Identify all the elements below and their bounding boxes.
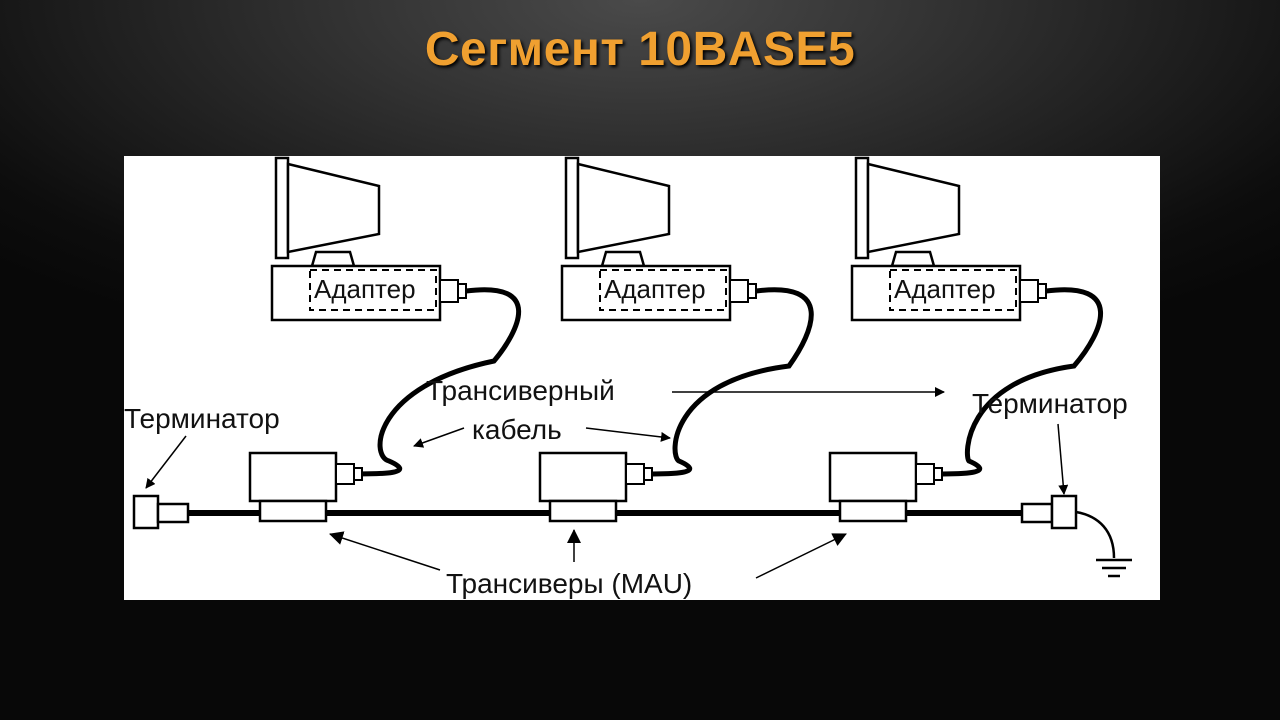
- transceiver-mau-1: [248, 451, 363, 523]
- transceiver-cable-1: [355, 287, 522, 477]
- adapter-connector: [1019, 279, 1039, 303]
- transceiver-cable-label-line2: кабель: [472, 414, 562, 445]
- arrow-transceiver-3: [755, 533, 847, 579]
- arrow-terminator-right: [1057, 423, 1069, 495]
- monitor-icon: [274, 156, 381, 268]
- adapter-label-3: Адаптер: [894, 274, 996, 304]
- workstation-3: Адаптер: [850, 156, 1047, 322]
- network-diagram: Адаптер Адаптер Адаптер: [124, 156, 1132, 599]
- adapter-label-1: Адаптер: [314, 274, 416, 304]
- monitor-icon: [564, 156, 671, 268]
- adapter-label-2: Адаптер: [604, 274, 706, 304]
- arrow-transceiver-1: [329, 531, 441, 571]
- transceiver-cable-2: [645, 287, 814, 477]
- adapter-card-outline: [889, 269, 1017, 311]
- adapter-card-outline: [599, 269, 727, 311]
- terminator-left-label: Терминатор: [124, 403, 280, 434]
- terminator-right: [1020, 494, 1078, 530]
- monitor-icon: [854, 156, 961, 268]
- transceiver-mau-3: [828, 451, 943, 523]
- workstation-2: Адаптер: [560, 156, 757, 322]
- adapter-connector: [729, 279, 749, 303]
- transceiver-cable-3: [935, 287, 1103, 477]
- adapter-connector: [439, 279, 459, 303]
- ground-icon: [1075, 510, 1132, 578]
- transceivers-label: Трансиверы (MAU): [446, 568, 692, 599]
- workstation-1: Адаптер: [270, 156, 467, 322]
- terminator-left: [132, 494, 190, 530]
- arrow-cable-2: [585, 427, 671, 442]
- transceiver-cable-label-line1: Трансиверный: [426, 375, 615, 406]
- computer-case: [560, 264, 732, 322]
- transceiver-mau-2: [538, 451, 653, 523]
- arrow-terminator-left: [145, 435, 187, 489]
- diagram-panel: Адаптер Адаптер Адаптер: [124, 156, 1160, 600]
- terminator-right-label: Терминатор: [972, 388, 1128, 419]
- arrow-cable-1: [413, 427, 465, 448]
- adapter-card-outline: [309, 269, 437, 311]
- slide-title: Сегмент 10BASE5: [424, 23, 856, 76]
